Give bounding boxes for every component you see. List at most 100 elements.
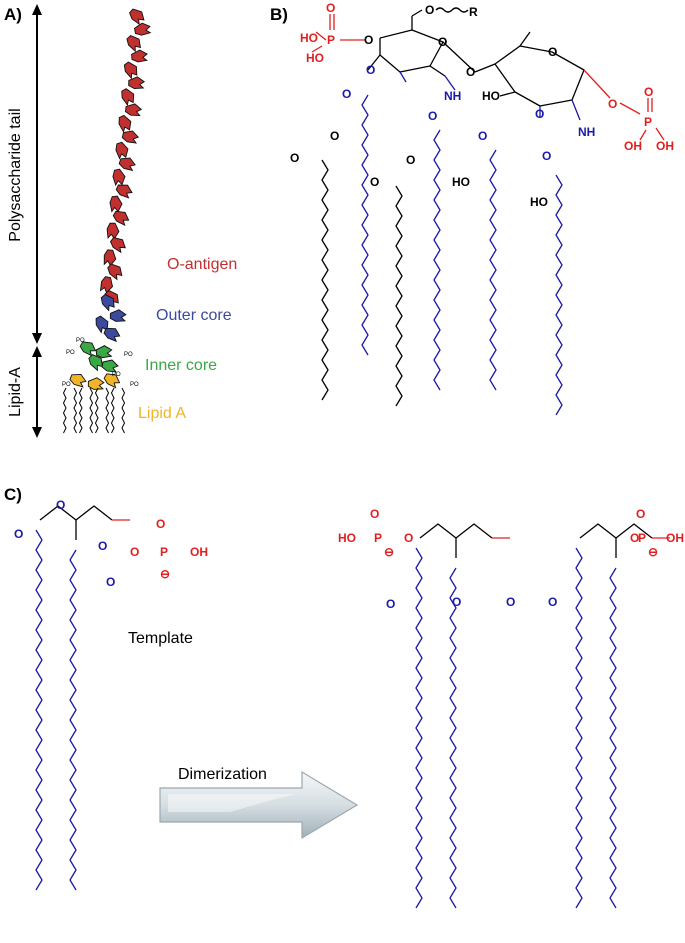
outer-core-sugar-shape <box>95 315 109 334</box>
atom-label: O <box>548 595 557 609</box>
glycerol-backbone <box>419 523 493 539</box>
atom-o-phosphate-right: O <box>608 97 617 111</box>
panel-b-lipid-a-structure <box>311 7 665 416</box>
atom-r: R <box>469 5 478 19</box>
axis-label-lipid-a: Lipid-A <box>7 367 24 417</box>
atom-label: O <box>106 575 115 589</box>
atom-o-ester-1: O <box>366 63 375 77</box>
lipid-a-sugar-shape <box>103 373 121 389</box>
o-antigen-sugar <box>103 249 117 267</box>
phosphate-right <box>619 98 665 141</box>
panel-label-c: C) <box>4 485 22 504</box>
o-antigen-sugar-shape <box>118 157 136 172</box>
lipid-tail <box>105 387 110 434</box>
o-antigen-sugar <box>123 61 138 80</box>
glucosamine-ring-2 <box>494 31 611 121</box>
lipid-tail <box>121 387 126 434</box>
atom-label: HO <box>338 531 356 545</box>
template-lipid <box>35 505 130 891</box>
dimerization-arrow <box>159 770 359 840</box>
outer-core-sugar <box>103 327 121 343</box>
o-antigen-sugar-shape <box>128 76 146 90</box>
legend-inner-core: Inner core <box>145 357 217 374</box>
polysaccharide-axis-arrow <box>32 4 42 344</box>
template-label: Template <box>128 630 193 647</box>
o-antigen-sugar <box>112 168 126 187</box>
o-antigen-sugar-shape <box>115 184 133 199</box>
atom-label: OH <box>190 545 208 559</box>
fatty-chain <box>69 549 77 891</box>
inner-core-sugar-shape <box>88 354 104 372</box>
atom-o-ring1-link: O <box>364 33 373 47</box>
fatty-chain <box>609 567 617 909</box>
atom-o-secondary-1: O <box>330 129 339 143</box>
o-antigen-sugar <box>106 222 120 240</box>
o-antigen-sugar <box>118 157 136 172</box>
atom-label: O <box>156 517 165 531</box>
atom-label: O <box>370 507 379 521</box>
o-antigen-sugar-shape <box>115 141 129 160</box>
atom-o-phosphate-left: O <box>326 1 335 15</box>
atom-label: O <box>130 545 139 559</box>
outer-core-sugar <box>95 315 109 334</box>
lipid-a-sugar <box>69 373 87 388</box>
atom-label: O <box>98 539 107 553</box>
atom-label: ⊖ <box>160 567 170 581</box>
inner-core-sugar-shape <box>79 341 97 357</box>
acyl-chains <box>321 94 563 416</box>
phosphate-tag: PO <box>66 350 75 356</box>
acyl-chain <box>433 129 441 391</box>
atom-ho-chain-3: HO <box>452 175 470 189</box>
phosphate-tag: PO <box>130 382 139 388</box>
phosphate-tag: PO <box>76 338 85 344</box>
panel-label-b: B) <box>270 5 288 24</box>
atom-oh-right-1: OH <box>624 139 642 153</box>
o-antigen-sugar <box>126 34 141 53</box>
atom-o-carbonyl-1: O <box>342 87 351 101</box>
outer-core-sugar-shape <box>103 327 121 343</box>
acyl-chain <box>395 185 403 407</box>
lipid-tail <box>110 387 115 434</box>
o-antigen-sugar <box>109 237 126 254</box>
dimer-phospholipids <box>415 523 670 909</box>
lipid-a-sugar-shape <box>69 373 87 388</box>
fatty-chain <box>575 547 583 909</box>
atom-label: P <box>160 545 168 559</box>
o-antigen-sugar <box>121 130 140 144</box>
atom-label: ⊖ <box>648 545 658 559</box>
lipid-tail <box>62 387 67 434</box>
atom-label: O <box>386 597 395 611</box>
o-antigen-sugar <box>129 8 145 26</box>
atom-o-top-right: O <box>644 85 653 99</box>
atom-o-carbonyl-2: O <box>428 109 437 123</box>
lipid-a-tails <box>62 387 126 434</box>
legend-o-antigen: O-antigen <box>167 256 237 273</box>
o-antigen-sugar-shape <box>131 49 148 63</box>
o-antigen-sugar-shape <box>106 222 120 240</box>
inner-core-sugar <box>79 341 97 357</box>
atom-o-carbonyl-4: O <box>542 149 551 163</box>
o-antigen-sugar <box>112 210 130 226</box>
atom-nh-1: NH <box>444 89 461 103</box>
atom-label: O <box>404 531 413 545</box>
atom-label: P <box>374 531 382 545</box>
lipid-tail <box>94 387 99 434</box>
atom-label: O <box>630 531 639 545</box>
o-antigen-sugar <box>109 195 123 213</box>
dimer-lipid-right <box>575 523 670 909</box>
o-antigen-sugar <box>115 141 129 160</box>
o-antigen-sugar-shape <box>118 114 132 133</box>
glycerol-backbone <box>39 505 113 521</box>
atom-label: P <box>638 531 646 545</box>
o-antigen-sugar-shape <box>109 195 123 213</box>
o-antigen-sugar <box>121 88 135 107</box>
o-antigen-sugar-shape <box>99 276 114 294</box>
legend-outer-core: Outer core <box>156 307 232 324</box>
o-antigen-sugar-shape <box>112 210 130 226</box>
o-antigen-sugar-shape <box>121 130 140 144</box>
axis-label-polysaccharide: Polysaccharide tail <box>7 108 24 241</box>
